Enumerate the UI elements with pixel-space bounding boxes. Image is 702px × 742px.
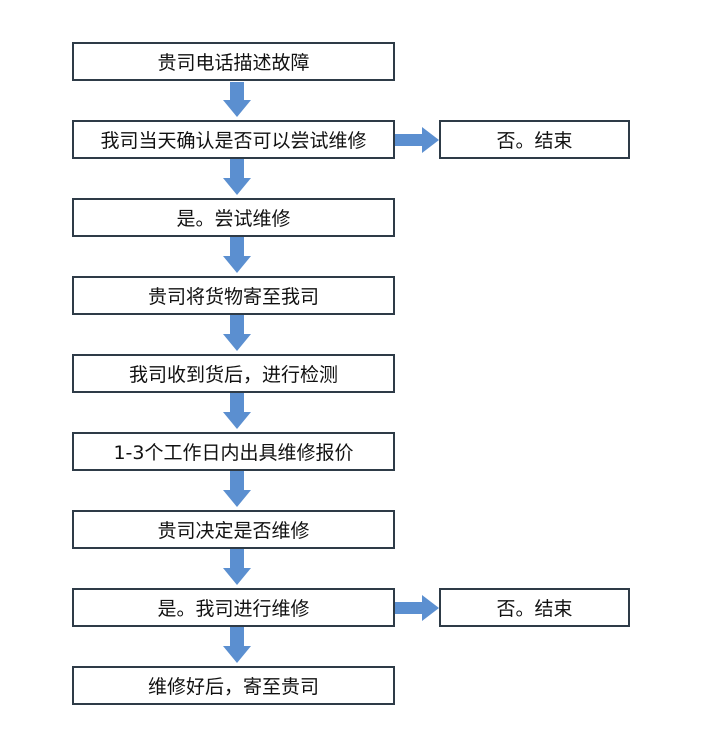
down-arrow-8 [223,627,251,663]
step-label: 我司当天确认是否可以尝试维修 [100,130,367,152]
branch-no-end-2: 否。结束 [439,588,630,627]
step-label: 贵司将货物寄至我司 [147,286,319,308]
step-receive-and-inspect: 我司收到货后，进行检测 [72,354,395,393]
down-arrow-2 [223,159,251,195]
step-label: 我司收到货后，进行检测 [128,364,338,386]
step-report-fault: 贵司电话描述故障 [72,42,395,81]
step-ship-back: 维修好后，寄至贵司 [72,666,395,705]
down-arrow-3 [223,237,251,273]
right-arrow-1 [395,127,439,153]
down-arrow-1 [223,82,251,117]
down-arrow-5 [223,393,251,429]
step-confirm-repairable: 我司当天确认是否可以尝试维修 [72,120,395,159]
step-try-repair: 是。尝试维修 [72,198,395,237]
step-label: 贵司决定是否维修 [157,520,310,542]
step-label: 维修好后，寄至贵司 [147,676,319,698]
branch-label: 否。结束 [496,598,573,620]
step-label: 是。我司进行维修 [157,598,310,620]
down-arrow-6 [223,471,251,507]
step-repair-quote: 1-3个工作日内出具维修报价 [72,432,395,471]
branch-label: 否。结束 [496,130,573,152]
branch-no-end-1: 否。结束 [439,120,630,159]
down-arrow-4 [223,315,251,351]
step-label: 是。尝试维修 [176,208,291,230]
down-arrow-7 [223,549,251,585]
step-ship-to-us: 贵司将货物寄至我司 [72,276,395,315]
step-label: 贵司电话描述故障 [157,52,310,74]
step-perform-repair: 是。我司进行维修 [72,588,395,627]
step-label: 1-3个工作日内出具维修报价 [113,442,354,464]
right-arrow-2 [395,595,439,621]
step-decide-repair: 贵司决定是否维修 [72,510,395,549]
